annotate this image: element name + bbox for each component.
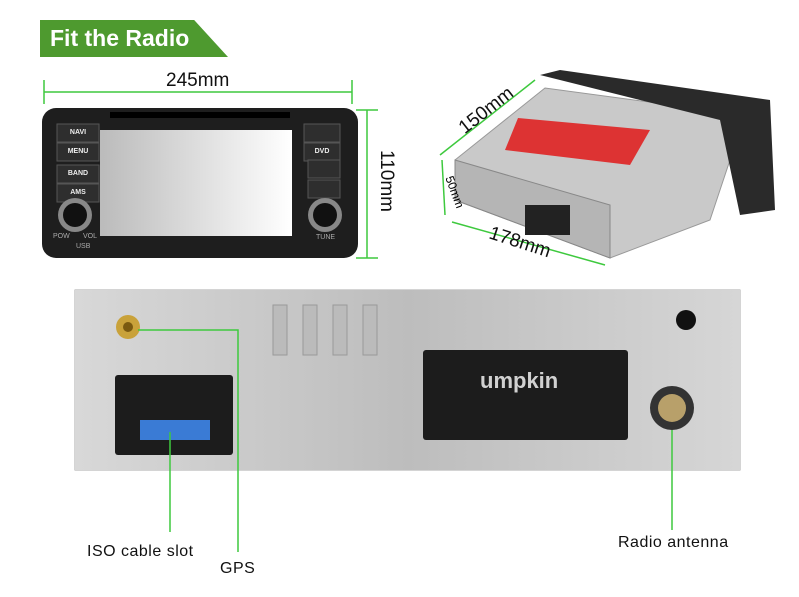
menu-button[interactable]: MENU [67, 148, 89, 155]
side-unit [454, 70, 775, 259]
dvd-button[interactable]: DVD [314, 148, 330, 155]
antenna-callout: Radio antenna [618, 534, 729, 551]
iso-callout: ISO cable slot [87, 543, 194, 560]
band-button[interactable]: BAND [67, 170, 89, 177]
rear-panel [74, 289, 741, 471]
title-banner: Fit the Radio [40, 20, 228, 57]
width-label: 245mm [166, 70, 230, 91]
height-label: 110mm [375, 150, 397, 212]
ams-button[interactable]: AMS [70, 189, 86, 196]
usb-label: USB [76, 243, 91, 250]
callout-lines [138, 329, 673, 552]
tune-label: TUNE [316, 234, 336, 241]
pow-label: POW [53, 233, 70, 240]
vol-label: VOL [83, 233, 98, 240]
width-dimension-line [43, 80, 353, 104]
height-dimension-line [356, 109, 378, 259]
front-panel [42, 108, 358, 258]
side-dimension-lines [439, 79, 606, 266]
banner-title: Fit the Radio [50, 25, 190, 51]
brand-watermark: umpkin [480, 368, 559, 393]
gps-callout: GPS [220, 560, 256, 577]
navi-button[interactable]: NAVI [69, 129, 87, 136]
